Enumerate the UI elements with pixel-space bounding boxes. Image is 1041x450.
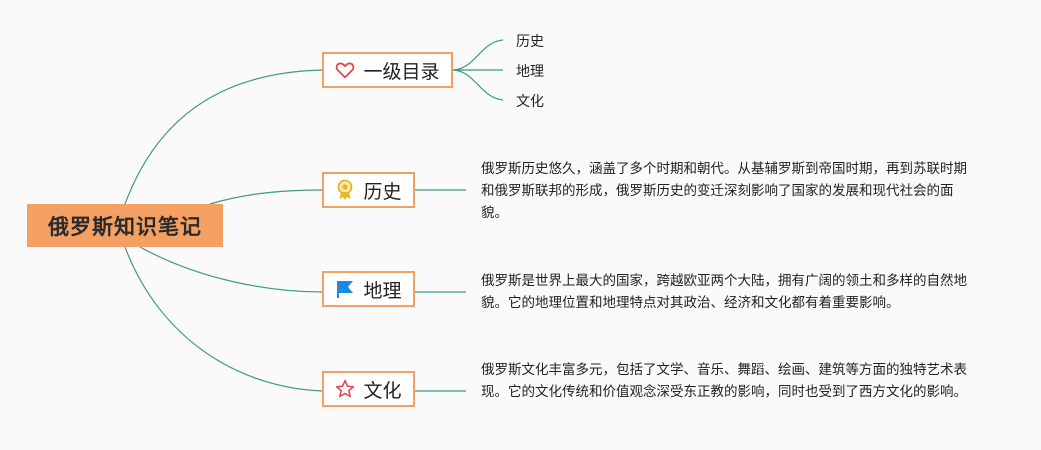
topic-label: 历史 [363,180,402,203]
subtopic-culture[interactable]: 文化 [516,94,544,110]
topic-geography[interactable]: 地理 [322,271,415,307]
topic-label: 地理 [363,279,402,302]
topic-history[interactable]: 历史 [322,172,415,208]
topic-culture[interactable]: 文化 [322,371,415,407]
subtopic-geography[interactable]: 地理 [516,64,544,80]
award-medal-icon [335,179,355,200]
topic-primary-directory[interactable]: 一级目录 [322,52,453,88]
topic-label: 文化 [363,379,402,402]
star-icon [335,379,355,399]
topic-label: 一级目录 [363,60,440,83]
geography-note: 俄罗斯是世界上最大的国家，跨越欧亚两个大陆，拥有广阔的领土和多样的自然地貌。它的… [481,273,967,311]
history-note: 俄罗斯历史悠久，涵盖了多个时期和朝代。从基辅罗斯到帝国时期，再到苏联时期和俄罗斯… [481,161,967,221]
culture-note: 俄罗斯文化丰富多元，包括了文学、音乐、舞蹈、绘画、建筑等方面的独特艺术表现。它的… [481,362,967,400]
root-topic[interactable]: 俄罗斯知识笔记 [27,204,223,247]
subtopic-history[interactable]: 历史 [516,34,544,50]
heart-icon [335,60,355,80]
flag-icon [335,279,355,299]
